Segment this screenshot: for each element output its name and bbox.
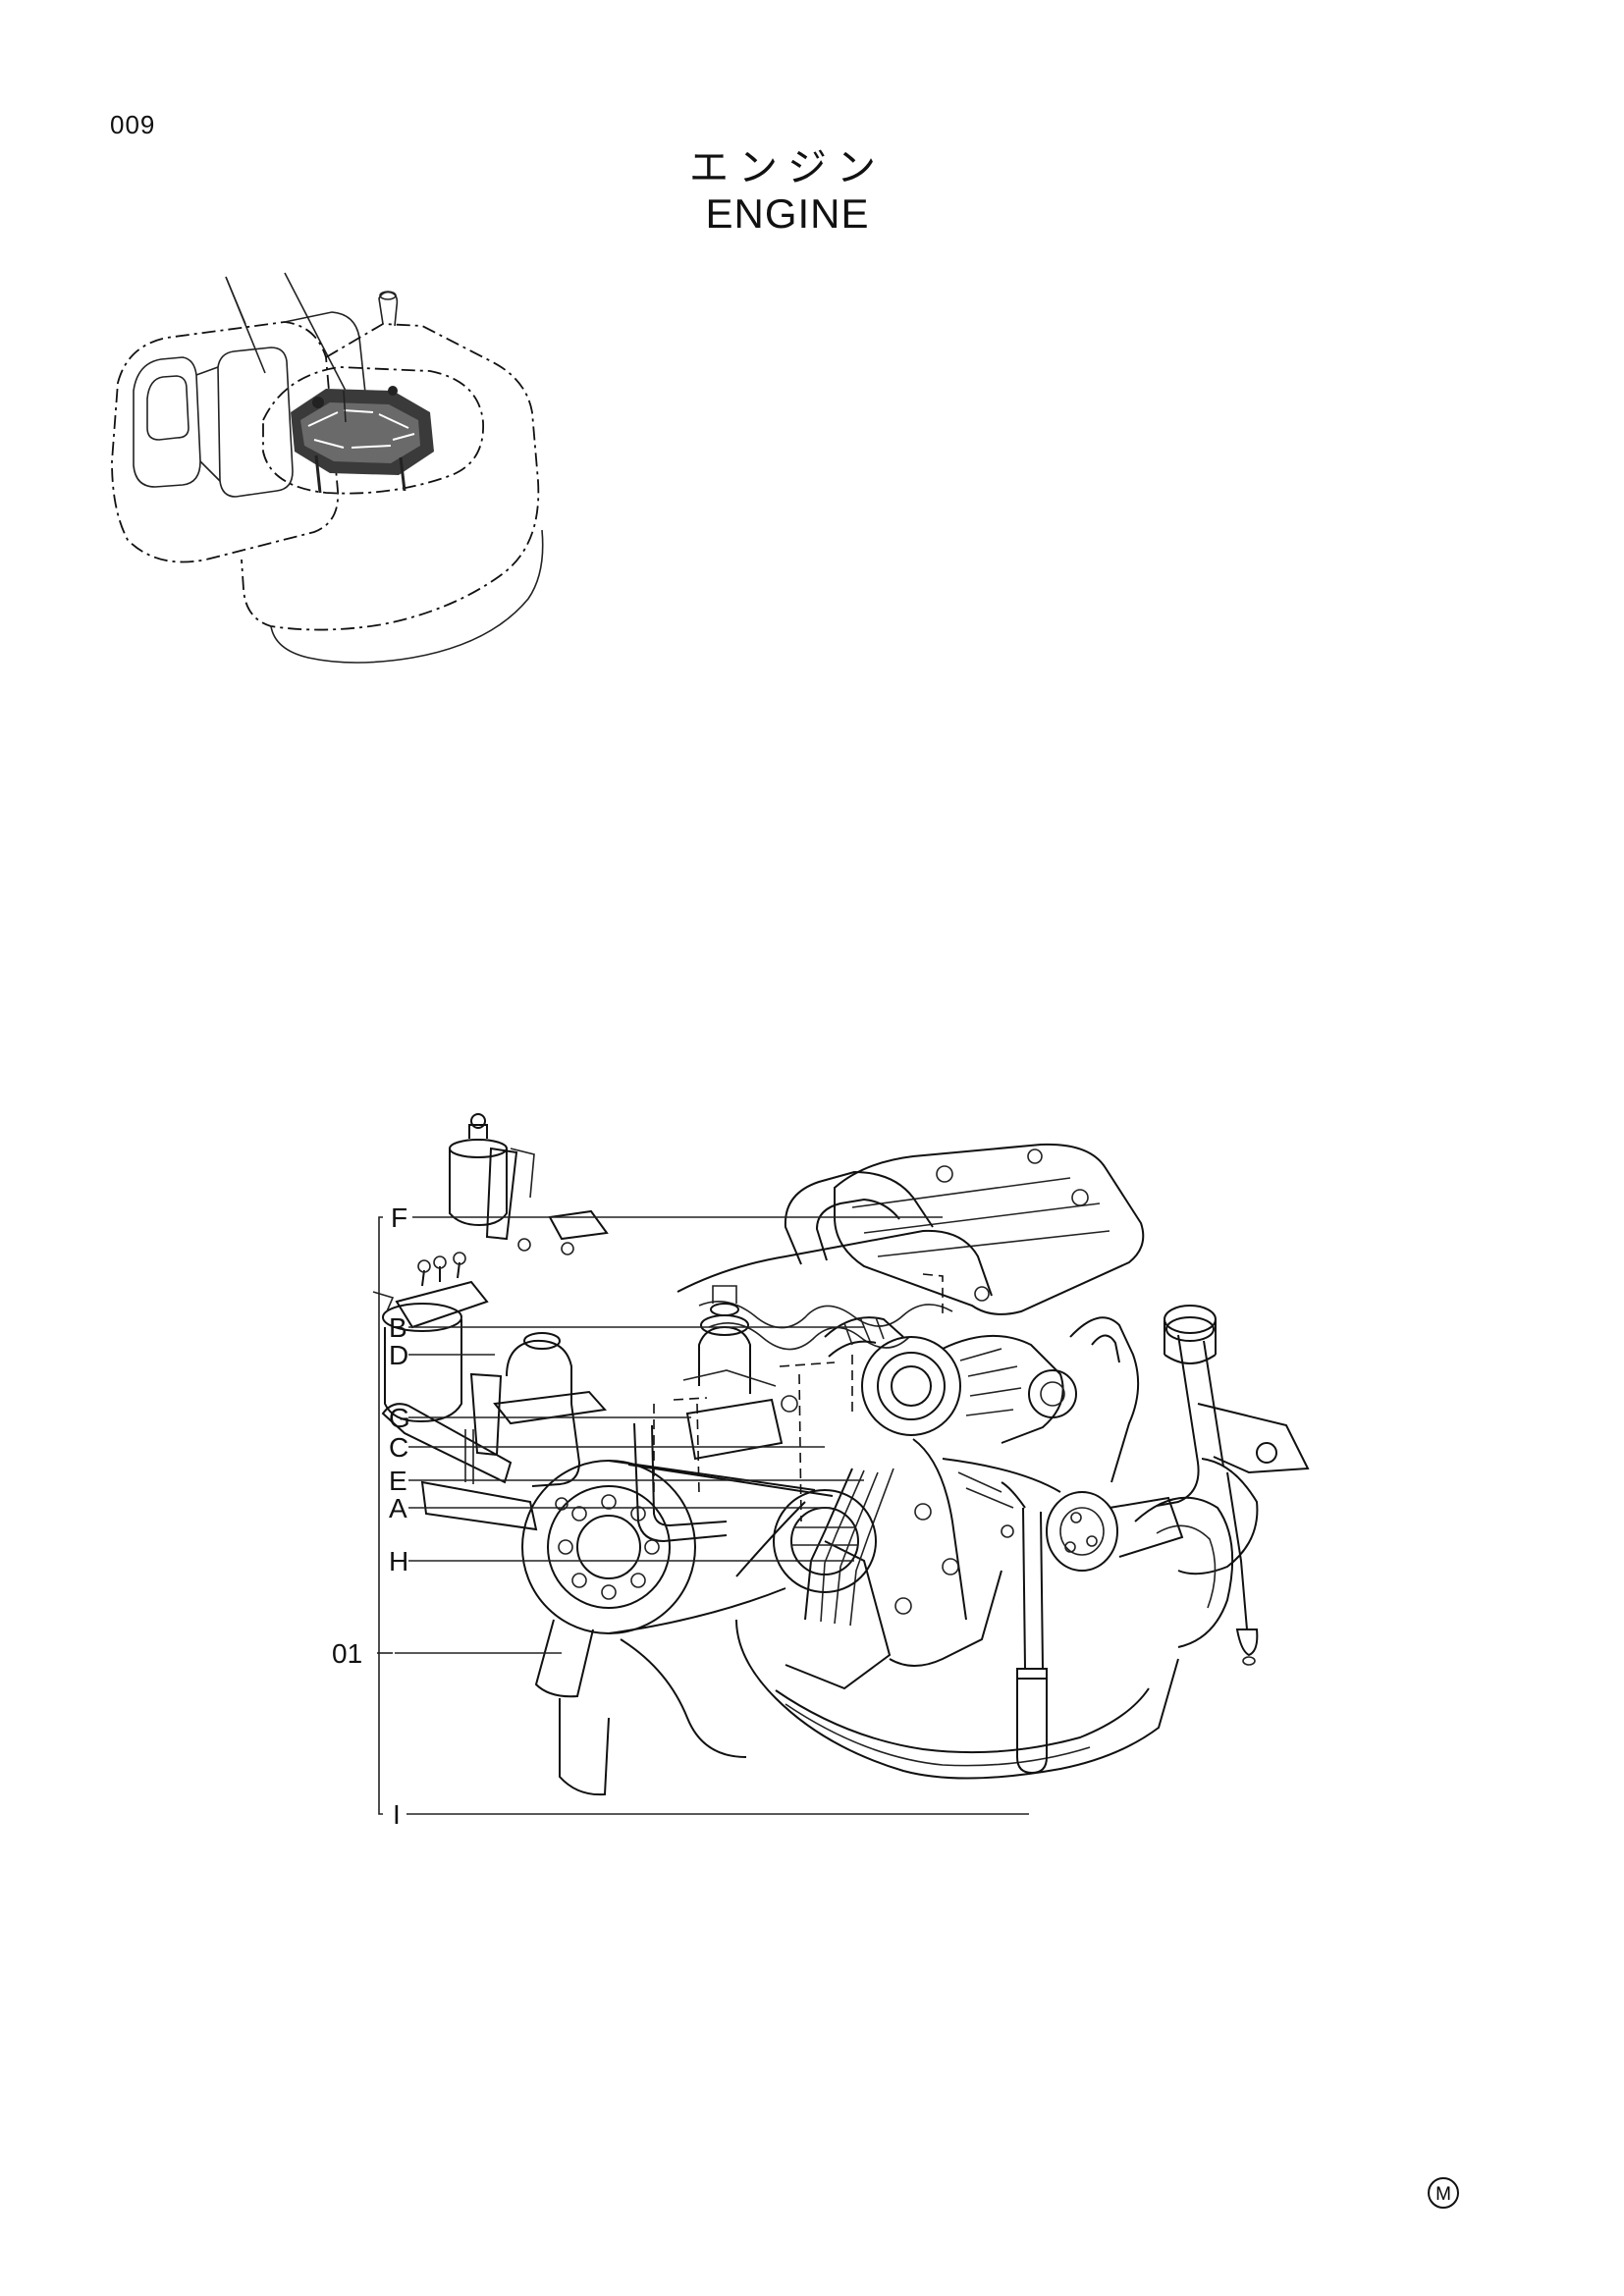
callout-h: H (389, 1546, 408, 1576)
circled-m-mark: M (1426, 2175, 1461, 2211)
excavator-location-drawing (111, 272, 544, 664)
callout-f: F (391, 1202, 407, 1233)
title-japanese: エンジン (689, 145, 886, 190)
callout-01: 01 (332, 1638, 362, 1669)
callout-labels: F B D G C E A H 01 I (332, 1202, 410, 1830)
callout-g: G (389, 1403, 410, 1433)
stamp-letter: M (1435, 2184, 1451, 2205)
engine-illustration: F B D G C E A H 01 I (332, 1113, 1310, 1830)
page-number: 009 (110, 110, 156, 139)
callout-b: B (389, 1312, 407, 1343)
excavator-location-inset (98, 265, 628, 667)
callout-i: I (393, 1799, 401, 1830)
callout-d: D (389, 1340, 408, 1370)
engine-location-highlight (291, 386, 434, 494)
callout-e: E (389, 1466, 407, 1496)
callout-leaders (377, 1216, 1029, 1815)
engine-drawing: F B D G C E A H 01 I (314, 1109, 1434, 1895)
callout-c: C (389, 1432, 408, 1463)
title-english: ENGINE (705, 190, 870, 237)
callout-a: A (389, 1493, 407, 1523)
pulley-bolts (558, 1494, 660, 1600)
